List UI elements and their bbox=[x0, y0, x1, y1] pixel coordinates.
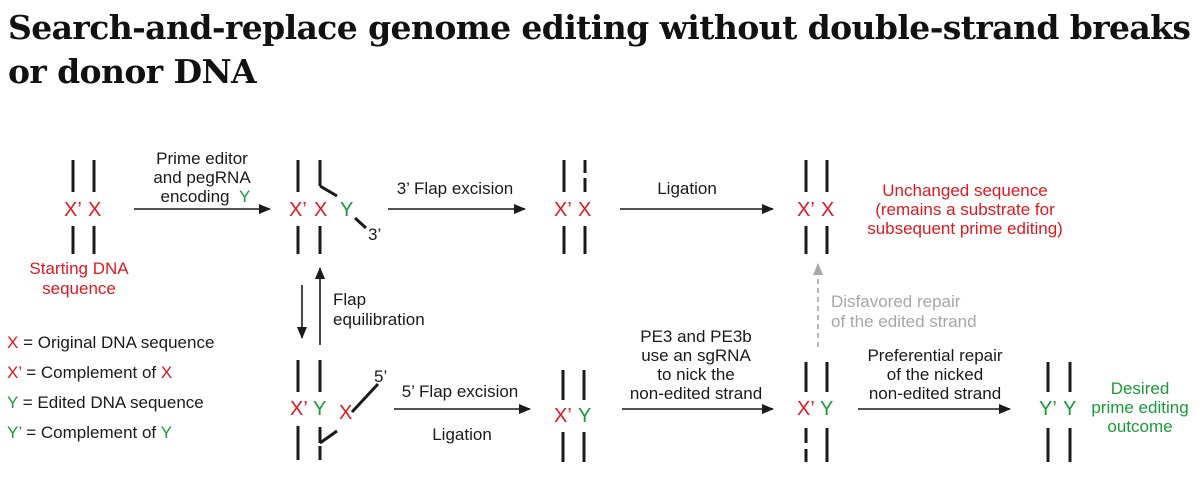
dna-3prime-flap bbox=[296, 160, 368, 254]
label-3prime-flap-excision: 3’ Flap excision bbox=[397, 179, 514, 198]
legend-row: X’ = Complement of X bbox=[7, 363, 172, 382]
label-prime-editor-y: Y bbox=[239, 187, 250, 206]
marker-y-prime: Y’ bbox=[1039, 398, 1057, 420]
dna-5prime-flap bbox=[296, 360, 380, 460]
page-title: Search-and-replace genome editing withou… bbox=[8, 8, 1191, 91]
label-flap-equilibration: equilibration bbox=[333, 310, 425, 329]
label-desired-outcome: Desired bbox=[1111, 379, 1170, 398]
label-prime-editor: Prime editor bbox=[156, 149, 248, 168]
legend-row: X = Original DNA sequence bbox=[7, 333, 214, 352]
marker-x-prime: X’ bbox=[554, 405, 572, 427]
label-ligation-top: Ligation bbox=[657, 179, 717, 198]
label-disfavored-repair: of the edited strand bbox=[831, 312, 977, 331]
legend-row: Y = Edited DNA sequence bbox=[7, 393, 204, 412]
marker-x-prime: X’ bbox=[289, 199, 307, 221]
legend: X = Original DNA sequence X’ = Complemen… bbox=[7, 333, 214, 442]
marker-x-prime: X’ bbox=[554, 199, 572, 221]
label-prime-editor: and pegRNA bbox=[153, 168, 251, 187]
label-starting-dna: Starting DNA bbox=[29, 259, 129, 278]
marker-y: Y bbox=[1063, 398, 1076, 420]
marker-3prime: 3’ bbox=[368, 225, 381, 244]
marker-x: X bbox=[88, 199, 101, 221]
label-prime-editor: encoding bbox=[160, 187, 229, 206]
label-flap-equilibration: Flap bbox=[333, 290, 366, 309]
marker-x: X bbox=[821, 199, 834, 221]
label-desired-outcome: outcome bbox=[1107, 417, 1172, 436]
label-pe3: non-edited strand bbox=[630, 384, 762, 403]
label-preferential-repair: of the nicked bbox=[887, 365, 983, 384]
label-unchanged-sequence: Unchanged sequence bbox=[882, 181, 1047, 200]
marker-5prime: 5’ bbox=[374, 367, 387, 386]
label-ligation-bottom: Ligation bbox=[432, 425, 492, 444]
label-preferential-repair: Preferential repair bbox=[867, 346, 1002, 365]
dna-desired bbox=[1046, 362, 1072, 462]
marker-x: X bbox=[578, 199, 591, 221]
dna-nicked-top bbox=[562, 160, 587, 254]
marker-y: Y bbox=[578, 405, 591, 427]
marker-y: Y bbox=[820, 398, 833, 420]
dna-nicked-bottom bbox=[804, 362, 829, 462]
label-disfavored-repair: Disfavored repair bbox=[831, 292, 961, 311]
marker-x-prime: X’ bbox=[797, 199, 815, 221]
label-pe3: to nick the bbox=[657, 365, 735, 384]
legend-row: Y’ = Complement of Y bbox=[7, 423, 172, 442]
marker-x-prime: X’ bbox=[797, 398, 815, 420]
dna-unchanged bbox=[804, 160, 829, 254]
marker-x: X bbox=[339, 402, 352, 424]
marker-y: Y bbox=[313, 398, 326, 420]
marker-x-prime: X’ bbox=[64, 199, 82, 221]
dna-starting bbox=[71, 160, 96, 254]
label-starting-dna: sequence bbox=[42, 279, 116, 298]
label-unchanged-sequence: (remains a substrate for bbox=[875, 200, 1055, 219]
label-pe3: use an sgRNA bbox=[641, 346, 751, 365]
marker-y: Y bbox=[340, 199, 353, 221]
label-pe3: PE3 and PE3b bbox=[640, 327, 752, 346]
label-5prime-flap-excision: 5’ Flap excision bbox=[402, 382, 519, 401]
marker-x-prime: X’ bbox=[290, 398, 308, 420]
label-preferential-repair: non-edited strand bbox=[869, 384, 1001, 403]
label-desired-outcome: prime editing bbox=[1091, 398, 1188, 417]
dna-heteroduplex bbox=[561, 370, 586, 462]
marker-x: X bbox=[314, 199, 327, 221]
label-unchanged-sequence: subsequent prime editing) bbox=[867, 219, 1063, 238]
